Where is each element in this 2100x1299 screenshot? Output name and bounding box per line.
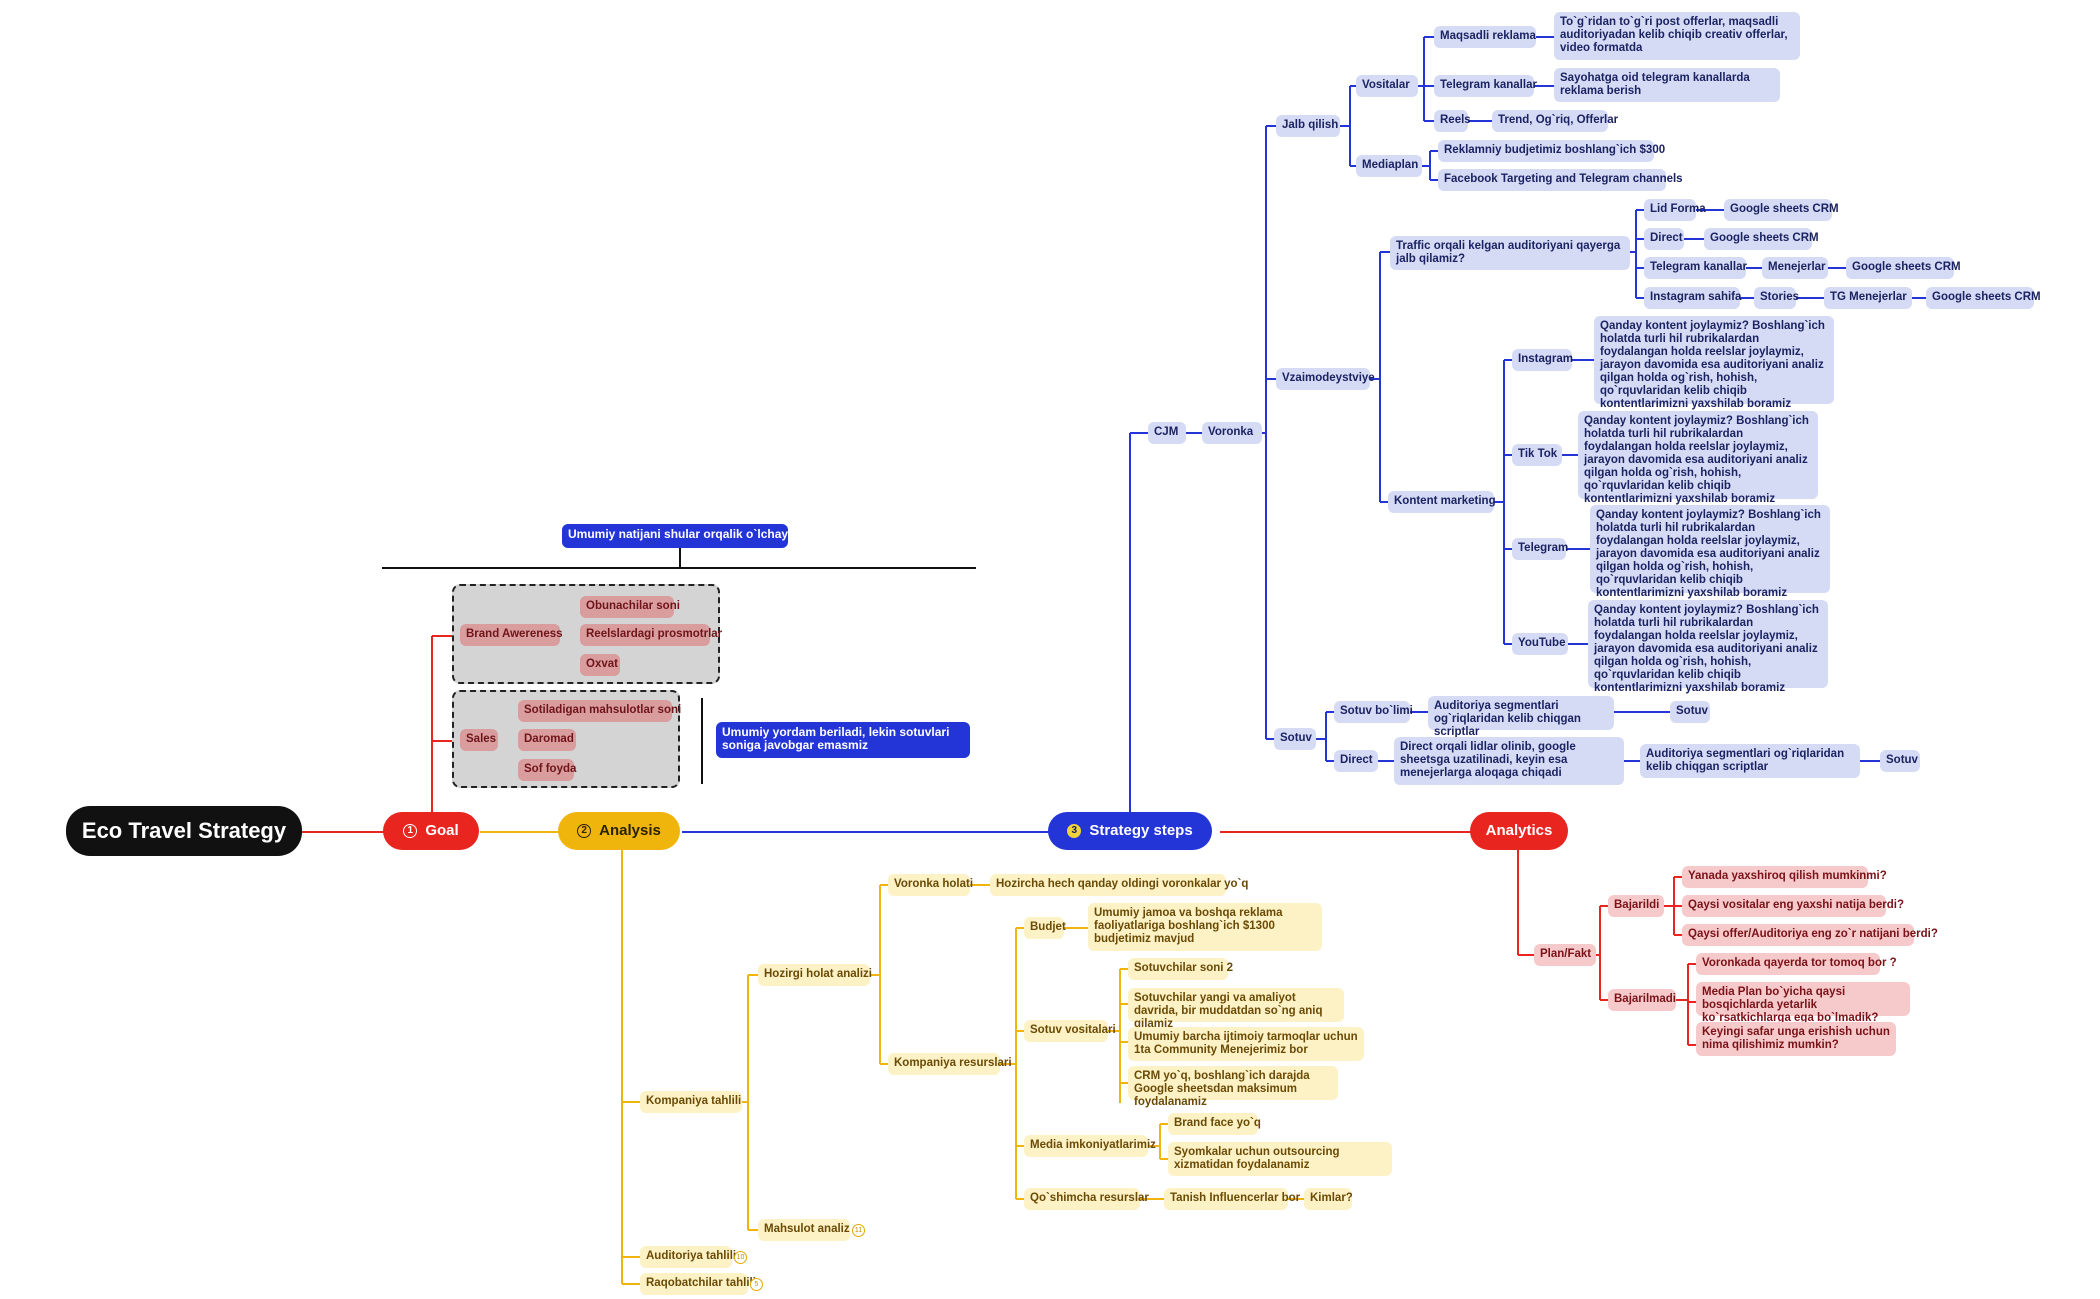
- maqsadli-reklama-note[interactable]: To`g`ridan to`g`ri post offerlar, maqsad…: [1554, 12, 1800, 60]
- telegram-kanallar-node[interactable]: Telegram kanallar: [1434, 75, 1537, 97]
- bajarildi-item-1[interactable]: Yanada yaxshiroq qilish mumkinmi?: [1682, 866, 1887, 888]
- media-item-outsourcing[interactable]: Syomkalar uchun outsourcing xizmatidan f…: [1168, 1142, 1392, 1176]
- direct-2-node[interactable]: Direct: [1334, 750, 1378, 772]
- kompaniya-resurslari-node[interactable]: Kompaniya resurslari: [888, 1053, 1012, 1075]
- kimlar-node[interactable]: Kimlar?: [1304, 1188, 1353, 1210]
- menejerlar-node[interactable]: Menejerlar: [1762, 257, 1828, 279]
- vzaimodeystviye-node[interactable]: Vzaimodeystviye: [1276, 368, 1375, 390]
- sotuv-segment-note[interactable]: Auditoriya segmentlari og`riqlaridan kel…: [1428, 696, 1614, 738]
- platform-instagram[interactable]: Instagram: [1512, 349, 1573, 371]
- bajarilmadi-node[interactable]: Bajarilmadi: [1608, 989, 1676, 1011]
- youtube-content-note[interactable]: Qanday kontent joylaymiz? Boshlang`ich h…: [1588, 600, 1828, 694]
- number-three-icon: 3: [1067, 824, 1082, 838]
- bajarildi-node[interactable]: Bajarildi: [1608, 895, 1664, 917]
- branch-strategy-steps[interactable]: 3 Strategy steps: [1048, 812, 1212, 850]
- google-sheets-crm-3[interactable]: Google sheets CRM: [1846, 257, 1961, 279]
- auditoriya-tahlili-node[interactable]: Auditoriya tahlili: [640, 1246, 736, 1268]
- bajarildi-item-2[interactable]: Qaysi vositalar eng yaxshi natija berdi?: [1682, 895, 1904, 917]
- branch-goal[interactable]: 1 Goal: [383, 812, 479, 850]
- goal-summary-label[interactable]: Umumiy natijani shular orqalik o`lchaymi…: [562, 524, 808, 548]
- root-topic[interactable]: Eco Travel Strategy: [66, 806, 302, 856]
- reels-node[interactable]: Reels: [1434, 110, 1471, 132]
- mediaplan-channels[interactable]: Facebook Targeting and Telegram channels: [1438, 169, 1683, 191]
- number-one-icon: 1: [403, 824, 418, 838]
- collapsed-count-badge[interactable]: 10: [734, 1251, 747, 1264]
- collapsed-count-badge[interactable]: 5: [750, 1278, 763, 1291]
- branch-analysis[interactable]: 2 Analysis: [558, 812, 680, 850]
- sotuv-vositalari-item-2[interactable]: Sotuvchilar yangi va amaliyot davrida, b…: [1128, 988, 1344, 1030]
- sotuv-vositalari-node[interactable]: Sotuv vositalari: [1024, 1020, 1116, 1042]
- sotuv-vositalari-item-3[interactable]: Umumiy barcha ijtimoiy tarmoqlar uchun 1…: [1128, 1027, 1364, 1061]
- sales-item-net-profit[interactable]: Sof foyda: [518, 759, 576, 781]
- tiktok-content-note[interactable]: Qanday kontent joylaymiz? Boshlang`ich h…: [1578, 411, 1818, 505]
- bajarildi-item-3[interactable]: Qaysi offer/Auditoriya eng zo`r natijani…: [1682, 924, 1938, 946]
- voronka-node[interactable]: Voronka: [1202, 422, 1262, 444]
- sotuv-leaf-1[interactable]: Sotuv: [1670, 701, 1710, 723]
- lid-forma-node[interactable]: Lid Forma: [1644, 199, 1706, 221]
- direct-node[interactable]: Direct: [1644, 228, 1684, 250]
- hozirgi-holat-node[interactable]: Hozirgi holat analizi: [758, 964, 872, 986]
- telegram-kanallar-note[interactable]: Sayohatga oid telegram kanallarda reklam…: [1554, 68, 1780, 102]
- google-sheets-crm-2[interactable]: Google sheets CRM: [1704, 228, 1819, 250]
- vositalar-node[interactable]: Vositalar: [1356, 75, 1418, 97]
- tg-menejerlar-node[interactable]: TG Menejerlar: [1824, 287, 1912, 309]
- brand-item-reach[interactable]: Oxvat: [580, 654, 620, 676]
- number-two-icon: 2: [577, 824, 592, 838]
- brand-item-reels-views[interactable]: Reelslardagi prosmotrlar: [580, 624, 722, 646]
- maqsadli-reklama-node[interactable]: Maqsadli reklama: [1434, 26, 1536, 48]
- brand-item-followers[interactable]: Obunachilar soni: [580, 596, 680, 618]
- media-imkoniyatlari-node[interactable]: Media imkoniyatlarimiz: [1024, 1135, 1156, 1157]
- budjet-node[interactable]: Budjet: [1024, 917, 1066, 939]
- voronka-holati-note[interactable]: Hozircha hech qanday oldingi voronkalar …: [990, 874, 1248, 896]
- platform-tiktok[interactable]: Tik Tok: [1512, 444, 1562, 466]
- plan-fakt-node[interactable]: Plan/Fakt: [1534, 944, 1596, 966]
- telegram-kanallar-2-node[interactable]: Telegram kanallar: [1644, 257, 1747, 279]
- bajarilmadi-item-2[interactable]: Media Plan bo`yicha qaysi bosqichlarda y…: [1696, 982, 1910, 1024]
- instagram-sahifa-node[interactable]: Instagram sahifa: [1644, 287, 1741, 309]
- qoshimcha-resurslar-node[interactable]: Qo`shimcha resurslar: [1024, 1188, 1149, 1210]
- instagram-content-note[interactable]: Qanday kontent joylaymiz? Boshlang`ich h…: [1594, 316, 1834, 410]
- sotuv-leaf-2[interactable]: Sotuv: [1880, 750, 1920, 772]
- sotuv-vositalari-item-4[interactable]: CRM yo`q, boshlang`ich darajda Google sh…: [1128, 1066, 1338, 1108]
- branch-strategy-label: Strategy steps: [1089, 822, 1193, 839]
- influencerlar-node[interactable]: Tanish Influencerlar bor: [1164, 1188, 1300, 1210]
- mahsulot-analiz-node[interactable]: Mahsulot analiz: [758, 1219, 850, 1241]
- google-sheets-crm-1[interactable]: Google sheets CRM: [1724, 199, 1839, 221]
- traffic-node[interactable]: Traffic orqali kelgan auditoriyani qayer…: [1390, 236, 1630, 270]
- platform-telegram[interactable]: Telegram: [1512, 538, 1568, 560]
- kompaniya-tahlili-node[interactable]: Kompaniya tahlili: [640, 1091, 742, 1113]
- voronka-holati-node[interactable]: Voronka holati: [888, 874, 973, 896]
- collapsed-count-badge[interactable]: 11: [852, 1224, 865, 1237]
- sales-note-label[interactable]: Umumiy yordam beriladi, lekin sotuvlari …: [716, 722, 970, 758]
- bajarilmadi-item-3[interactable]: Keyingi safar unga erishish uchun nima q…: [1696, 1022, 1896, 1056]
- media-item-brand-face[interactable]: Brand face yo`q: [1168, 1113, 1261, 1135]
- platform-youtube[interactable]: YouTube: [1512, 633, 1568, 655]
- kontent-marketing-node[interactable]: Kontent marketing: [1388, 491, 1496, 513]
- sotuv-node[interactable]: Sotuv: [1274, 728, 1316, 750]
- sotuv-bolimi-node[interactable]: Sotuv bo`limi: [1334, 701, 1413, 723]
- branch-analytics[interactable]: Analytics: [1470, 812, 1568, 850]
- telegram-content-note[interactable]: Qanday kontent joylaymiz? Boshlang`ich h…: [1590, 505, 1830, 599]
- mediaplan-node[interactable]: Mediaplan: [1356, 155, 1422, 177]
- reels-note[interactable]: Trend, Og`riq, Offerlar: [1492, 110, 1618, 132]
- budjet-note[interactable]: Umumiy jamoa va boshqa reklama faoliyatl…: [1088, 903, 1322, 951]
- cjm-node[interactable]: CJM: [1148, 422, 1186, 444]
- google-sheets-crm-4[interactable]: Google sheets CRM: [1926, 287, 2041, 309]
- stories-node[interactable]: Stories: [1754, 287, 1799, 309]
- direct-segment-note[interactable]: Auditoriya segmentlari og`riqlaridan kel…: [1640, 744, 1860, 778]
- bajarilmadi-item-1[interactable]: Voronkada qayerda tor tomoq bor ?: [1696, 953, 1897, 975]
- branch-goal-label: Goal: [425, 822, 459, 839]
- mediaplan-budget[interactable]: Reklamniy budjetimiz boshlang`ich $300: [1438, 140, 1665, 162]
- direct-note[interactable]: Direct orqali lidlar olinib, google shee…: [1394, 737, 1624, 785]
- raqobatchilar-tahlili-node[interactable]: Raqobatchilar tahlili: [640, 1273, 756, 1295]
- sales-item-products[interactable]: Sotiladigan mahsulotlar soni: [518, 700, 681, 722]
- sales-node[interactable]: Sales: [460, 729, 498, 751]
- brand-awareness-node[interactable]: Brand Awereness: [460, 624, 563, 646]
- branch-analysis-label: Analysis: [599, 822, 661, 839]
- sotuv-vositalari-item-1[interactable]: Sotuvchilar soni 2: [1128, 958, 1233, 980]
- sales-item-revenue[interactable]: Daromad: [518, 729, 576, 751]
- jalb-qilish-node[interactable]: Jalb qilish: [1276, 115, 1340, 137]
